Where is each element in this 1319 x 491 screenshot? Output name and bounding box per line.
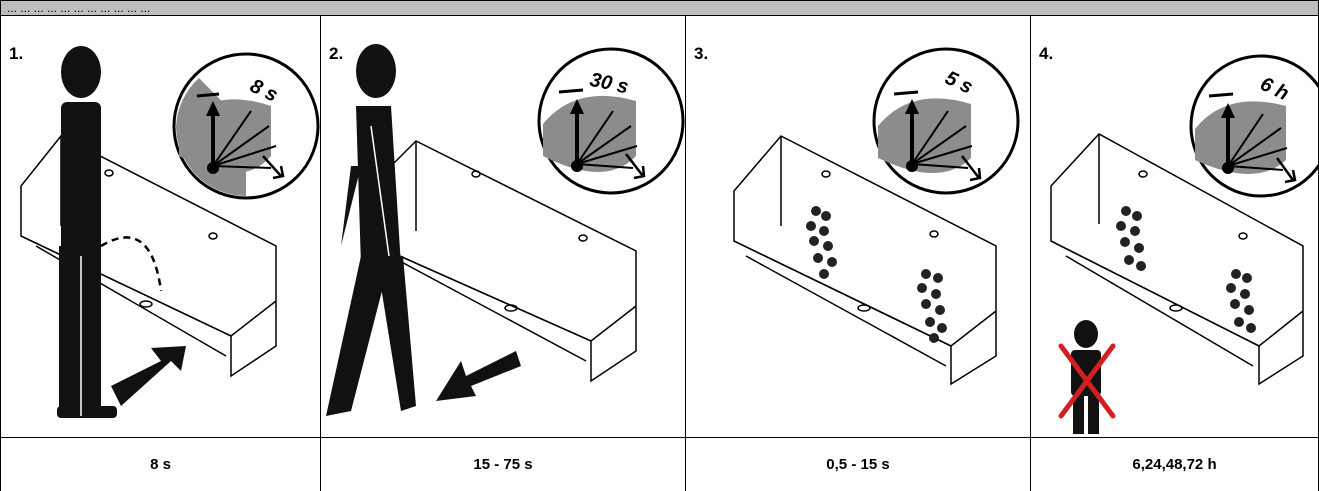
urinal-2 xyxy=(365,140,637,383)
step-4-number: 4. xyxy=(1039,44,1054,63)
step-1-illustration: 8 s xyxy=(20,46,320,418)
step-2-number: 2. xyxy=(329,44,344,63)
step-3-panel: 3. xyxy=(686,16,1031,438)
step-grid: 1. xyxy=(0,16,1319,491)
water-droplets-left-4 xyxy=(1116,206,1146,271)
water-droplets-right-4 xyxy=(1226,269,1256,333)
person-standing xyxy=(57,46,117,418)
water-droplets-left xyxy=(806,206,837,279)
timer-dial-4: 6 h xyxy=(1189,54,1318,198)
timer-dial-3: 5 s xyxy=(872,47,1020,195)
step-2-panel: 2. xyxy=(321,16,686,438)
arrow-in xyxy=(111,346,186,406)
step-2-illustration: 30 s xyxy=(326,44,685,416)
step-4-illustration: 6 h xyxy=(1050,54,1318,434)
timer-dial-1: 8 s xyxy=(172,52,320,200)
person-walking xyxy=(326,44,416,416)
step-1-panel: 1. xyxy=(0,16,321,438)
water-droplets-right xyxy=(917,269,947,343)
step-4-panel: 4. xyxy=(1031,16,1319,438)
duration-4: 6,24,48,72 h xyxy=(1031,438,1319,491)
arrow-out xyxy=(436,351,521,401)
cross-out-icon xyxy=(1058,343,1116,419)
header-bar: ... ... ... ... ... ... ... ... ... ... … xyxy=(0,0,1319,16)
step-3-number: 3. xyxy=(694,44,709,63)
duration-2: 15 - 75 s xyxy=(321,438,686,491)
urinal-4 xyxy=(1050,133,1304,386)
duration-1: 8 s xyxy=(0,438,321,491)
person-absent xyxy=(1071,320,1101,434)
urinal-3 xyxy=(733,135,997,386)
duration-3: 0,5 - 15 s xyxy=(686,438,1031,491)
timer-dial-2: 30 s xyxy=(537,47,685,195)
step-3-illustration: 5 s xyxy=(733,47,1020,386)
step-1-number: 1. xyxy=(9,44,24,63)
